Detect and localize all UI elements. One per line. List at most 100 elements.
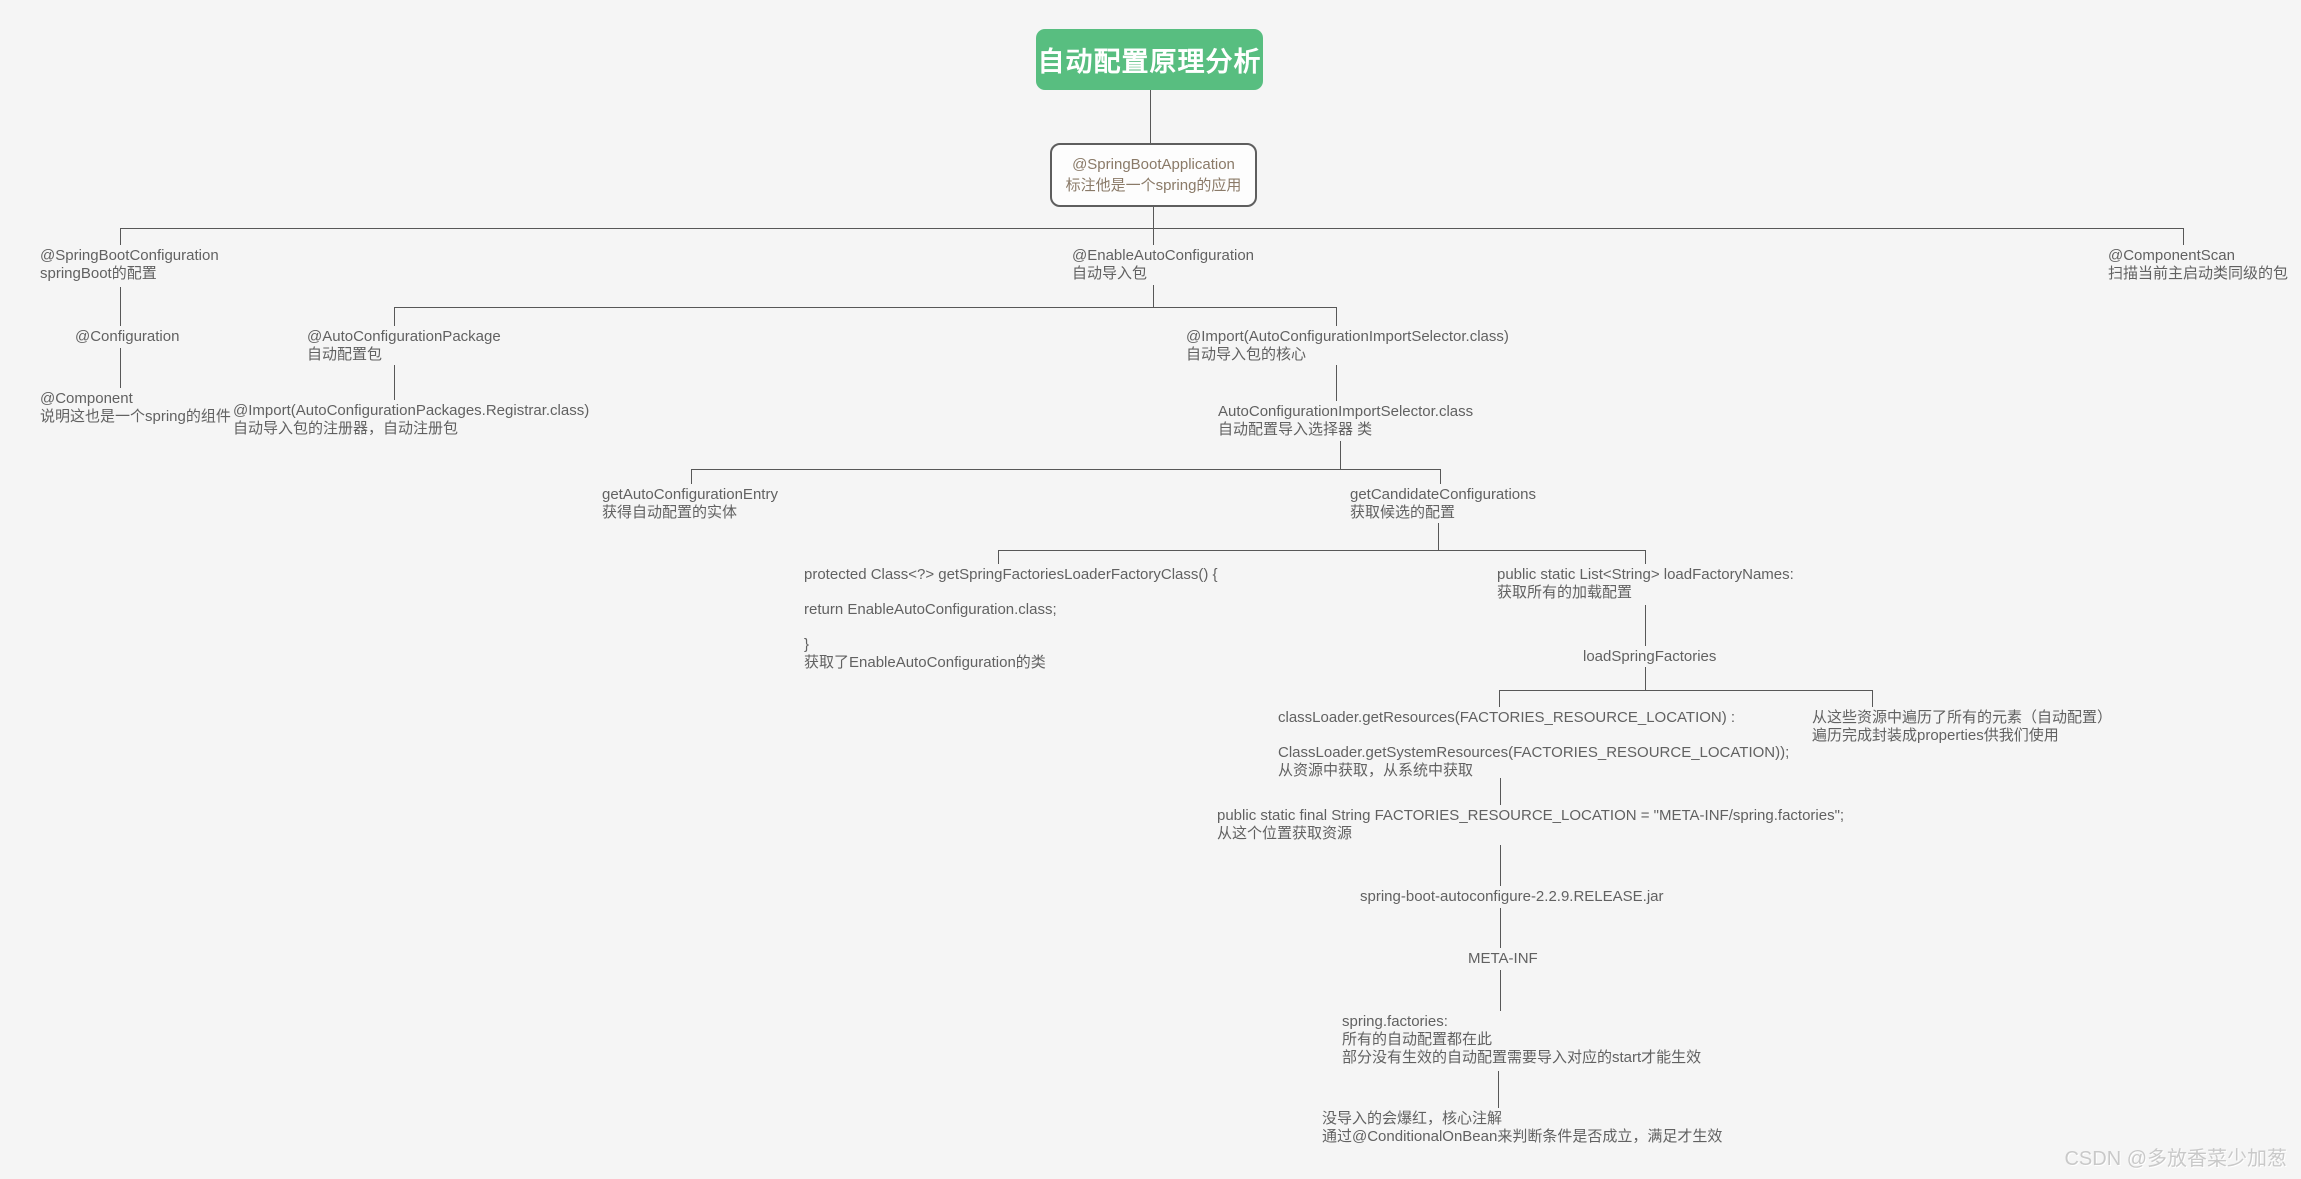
node-line: } <box>804 636 810 653</box>
node-line: public static final String FACTORIES_RES… <box>1217 807 1845 824</box>
connector-line <box>394 365 395 400</box>
node-line: return EnableAutoConfiguration.class; <box>804 601 1057 618</box>
csdn-watermark: CSDN @多放香菜少加葱 <box>2064 1148 2287 1170</box>
node-line: @SpringBootConfiguration <box>40 247 219 264</box>
node-line: 所有的自动配置都在此 <box>1342 1031 1493 1048</box>
connector-line <box>394 307 395 326</box>
node-line: 扫描当前主启动类同级的包 <box>2108 265 2289 282</box>
node-line: getAutoConfigurationEntry <box>602 486 778 503</box>
connector-line <box>998 550 1646 551</box>
node-spring-boot-application: @SpringBootApplication 标注他是一个spring的应用 <box>1050 143 1257 207</box>
node-line: 自动导入包的注册器，自动注册包 <box>233 420 459 437</box>
node-line: @Import(AutoConfigurationPackages.Regist… <box>233 402 590 419</box>
node-line: loadSpringFactories <box>1583 648 1717 665</box>
connector-line <box>1645 550 1646 564</box>
node-line: @AutoConfigurationPackage <box>307 328 501 345</box>
node-line: classLoader.getResources(FACTORIES_RESOU… <box>1278 709 1736 726</box>
connector-line <box>1336 307 1337 326</box>
node-class-loader-get-resources: classLoader.getResources(FACTORIES_RESOU… <box>1278 709 1789 779</box>
node-line: 说明这也是一个spring的组件 <box>40 408 231 425</box>
node-line <box>804 584 1218 602</box>
connector-line <box>1438 523 1439 551</box>
node-line: 获取所有的加载配置 <box>1497 584 1633 601</box>
node-meta-inf: META-INF <box>1468 950 1538 968</box>
connector-line <box>691 469 692 484</box>
node-line: getCandidateConfigurations <box>1350 486 1536 503</box>
connector-line <box>1440 469 1441 484</box>
node-line: @Import(AutoConfigurationImportSelector.… <box>1186 328 1509 345</box>
node-line: 从这些资源中遍历了所有的元素（自动配置） <box>1812 709 2113 726</box>
connector-line <box>1499 690 1500 707</box>
connector-line <box>120 348 121 388</box>
node-line: @Configuration <box>75 328 180 345</box>
node-import-selector: @Import(AutoConfigurationImportSelector.… <box>1186 328 1509 364</box>
node-iterate-resources: 从这些资源中遍历了所有的元素（自动配置） 遍历完成封装成properties供我… <box>1812 709 2112 745</box>
node-line: 通过@ConditionalOnBean来判断条件是否成立，满足才生效 <box>1322 1128 1723 1145</box>
node-line: 部分没有生效的自动配置需要导入对应的start才能生效 <box>1342 1049 1702 1066</box>
node-line: @EnableAutoConfiguration <box>1072 247 1255 264</box>
connector-line <box>998 550 999 564</box>
node-autoconfigure-jar: spring-boot-autoconfigure-2.2.9.RELEASE.… <box>1360 888 1664 906</box>
node-line: 从这个位置获取资源 <box>1217 825 1353 842</box>
node-component: @Component 说明这也是一个spring的组件 <box>40 390 231 426</box>
connector-line <box>2183 228 2184 245</box>
node-line: springBoot的配置 <box>40 265 157 282</box>
node-line: ClassLoader.getSystemResources(FACTORIES… <box>1278 744 1790 761</box>
connector-line <box>1336 365 1337 401</box>
node-line: 从资源中获取，从系统中获取 <box>1278 761 1474 779</box>
connector-line <box>1500 845 1501 886</box>
node-line <box>1278 727 1789 745</box>
root-node-title: 自动配置原理分析 <box>1036 29 1263 90</box>
node-line: 自动导入包的核心 <box>1186 346 1307 363</box>
connector-line <box>1153 228 1154 245</box>
connector-line <box>1150 90 1151 143</box>
connector-line <box>1645 605 1646 646</box>
connector-line <box>1153 285 1154 308</box>
connector-line <box>1500 970 1501 1011</box>
node-line: 标注他是一个spring的应用 <box>1065 177 1242 194</box>
node-spring-factories-file: spring.factories: 所有的自动配置都在此 部分没有生效的自动配置… <box>1342 1013 1701 1067</box>
node-line: @ComponentScan <box>2108 247 2235 264</box>
node-line: AutoConfigurationImportSelector.class <box>1218 403 1474 420</box>
node-line: 获取了EnableAutoConfiguration的类 <box>804 653 1046 671</box>
node-line: public static List<String> loadFactoryNa… <box>1497 566 1794 583</box>
connector-line <box>691 469 1440 470</box>
connector-line <box>1500 778 1501 805</box>
node-load-spring-factories: loadSpringFactories <box>1583 648 1716 666</box>
node-conditional-note: 没导入的会爆红，核心注解 通过@ConditionalOnBean来判断条件是否… <box>1322 1110 1722 1146</box>
node-get-candidate-configurations: getCandidateConfigurations 获取候选的配置 <box>1350 486 1536 522</box>
node-component-scan: @ComponentScan 扫描当前主启动类同级的包 <box>2108 247 2288 283</box>
connector-line <box>1153 203 1154 228</box>
node-line: 自动配置导入选择器 类 <box>1218 421 1373 438</box>
connector-line <box>120 287 121 326</box>
connector-line <box>1498 1071 1499 1108</box>
node-selector-class: AutoConfigurationImportSelector.class 自动… <box>1218 403 1473 439</box>
connector-line <box>1872 690 1873 707</box>
node-line: 自动导入包 <box>1072 265 1148 282</box>
node-line: 遍历完成封装成properties供我们使用 <box>1812 727 2059 744</box>
node-line <box>804 619 1218 637</box>
node-configuration: @Configuration <box>75 328 179 346</box>
node-line: 获取候选的配置 <box>1350 504 1456 521</box>
node-line: 没导入的会爆红，核心注解 <box>1322 1110 1503 1127</box>
node-import-registrar: @Import(AutoConfigurationPackages.Regist… <box>233 402 589 438</box>
node-auto-configuration-package: @AutoConfigurationPackage 自动配置包 <box>307 328 501 364</box>
connector-line <box>120 228 121 245</box>
node-line: 自动配置包 <box>307 346 383 363</box>
node-line: spring-boot-autoconfigure-2.2.9.RELEASE.… <box>1360 888 1664 905</box>
root-title-label: 自动配置原理分析 <box>1037 47 1262 77</box>
node-line: META-INF <box>1468 950 1538 967</box>
connector-line <box>1340 441 1341 470</box>
node-line: spring.factories: <box>1342 1013 1448 1030</box>
node-line: 获得自动配置的实体 <box>602 504 738 521</box>
connector-line <box>1500 908 1501 948</box>
node-line: @Component <box>40 390 133 407</box>
node-enable-auto-configuration: @EnableAutoConfiguration 自动导入包 <box>1072 247 1254 283</box>
node-line: @SpringBootApplication <box>1072 156 1235 173</box>
node-load-factory-names: public static List<String> loadFactoryNa… <box>1497 566 1794 602</box>
node-line: protected Class<?> getSpringFactoriesLoa… <box>804 566 1218 583</box>
connector-line <box>1645 667 1646 691</box>
connector-line <box>394 307 1336 308</box>
node-get-auto-configuration-entry: getAutoConfigurationEntry 获得自动配置的实体 <box>602 486 778 522</box>
